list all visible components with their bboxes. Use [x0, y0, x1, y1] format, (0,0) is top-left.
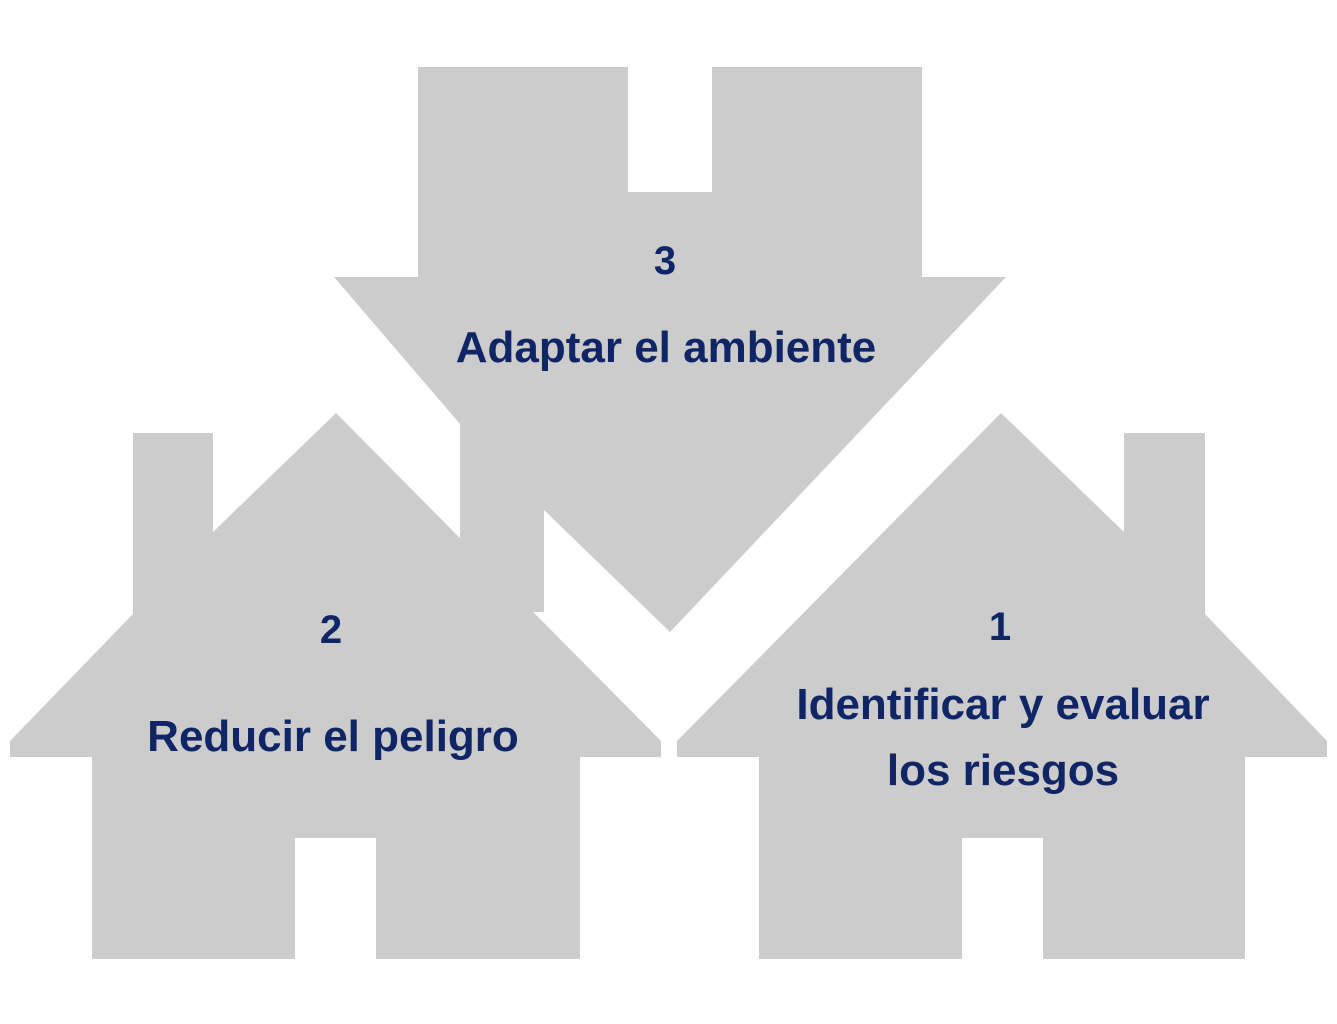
step-1-group: 1 Identificar y evaluar los riesgos — [677, 413, 1327, 959]
step-3-group: 3 Adaptar el ambiente — [334, 67, 1006, 632]
step-2-title: Reducir el peligro — [147, 712, 519, 761]
step-2-group: 2 Reducir el peligro — [10, 413, 661, 959]
step-1-title-line-1: Identificar y evaluar — [796, 680, 1209, 729]
step-1-number: 1 — [989, 605, 1011, 649]
step-3-title: Adaptar el ambiente — [456, 323, 877, 372]
step-2-number: 2 — [320, 608, 342, 652]
step-1-house-shape — [677, 413, 1327, 959]
step-1-title-line-2: los riesgos — [887, 746, 1119, 795]
step-2-house-shape — [10, 413, 661, 959]
step-3-inverted-house-shape — [334, 67, 1006, 632]
step-3-number: 3 — [654, 239, 676, 283]
